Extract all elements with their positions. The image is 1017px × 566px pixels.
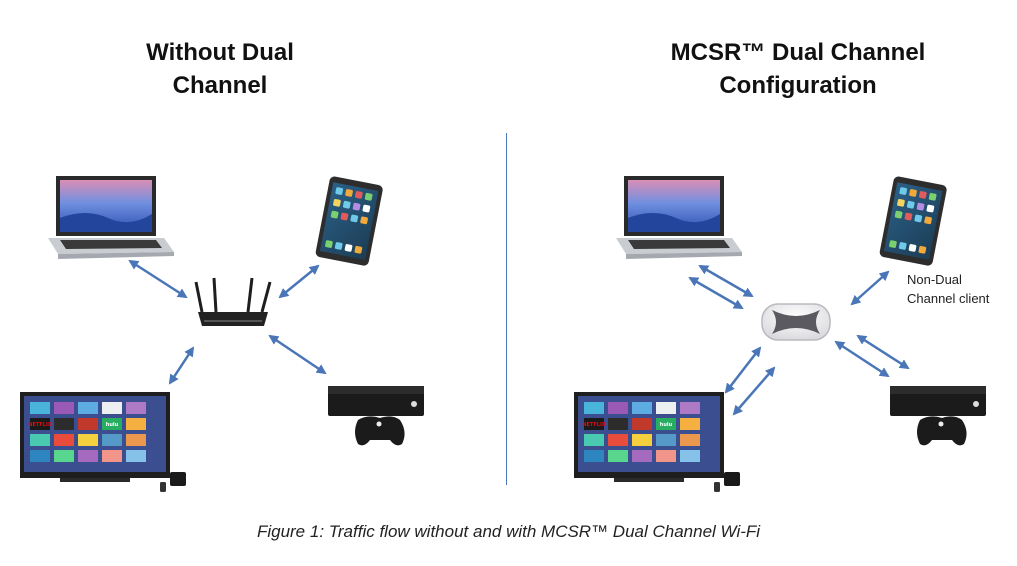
arrow-laptop-node-1 bbox=[698, 264, 754, 298]
tv-icon bbox=[20, 392, 186, 492]
mesh-node-icon bbox=[761, 303, 831, 341]
right-traffic-arrows bbox=[688, 264, 910, 416]
laptop-icon bbox=[48, 176, 174, 259]
tv-app-label-1-0: NETFLIX bbox=[582, 422, 605, 428]
arrow-router-console bbox=[268, 334, 327, 375]
right-panel-title: MCSR™ Dual Channel Configuration bbox=[670, 39, 926, 99]
tv-app-label-1-1: hulu bbox=[660, 422, 673, 428]
tablet-icon-right bbox=[878, 176, 948, 267]
non-dual-client-note: Non-Dual Channel client bbox=[907, 272, 990, 306]
panel-divider bbox=[506, 133, 507, 485]
left-traffic-arrows bbox=[128, 259, 327, 385]
arrow-node-tv-1 bbox=[724, 346, 762, 394]
arrow-laptop-router bbox=[128, 259, 188, 299]
tv-icon-right bbox=[574, 392, 740, 492]
arrow-laptop-node-2 bbox=[688, 276, 744, 310]
laptop-icon-right bbox=[616, 176, 742, 259]
arrow-tablet-node bbox=[850, 270, 890, 306]
arrow-tablet-router bbox=[278, 264, 320, 299]
tv-app-label-0-0: NETFLIX bbox=[28, 422, 51, 428]
figure-caption: Figure 1: Traffic flow without and with … bbox=[256, 522, 761, 541]
router-icon bbox=[194, 277, 272, 326]
arrow-node-console-2 bbox=[856, 334, 910, 370]
game-console-icon bbox=[328, 386, 424, 446]
arrow-node-tv-2 bbox=[732, 366, 776, 416]
tv-app-label-0-1: hulu bbox=[106, 422, 119, 428]
tablet-icon bbox=[314, 176, 384, 267]
arrow-router-tv bbox=[168, 346, 195, 385]
arrow-node-console-1 bbox=[834, 340, 890, 378]
left-panel-title: Without Dual Channel bbox=[146, 39, 294, 99]
game-console-icon-right bbox=[890, 386, 986, 446]
